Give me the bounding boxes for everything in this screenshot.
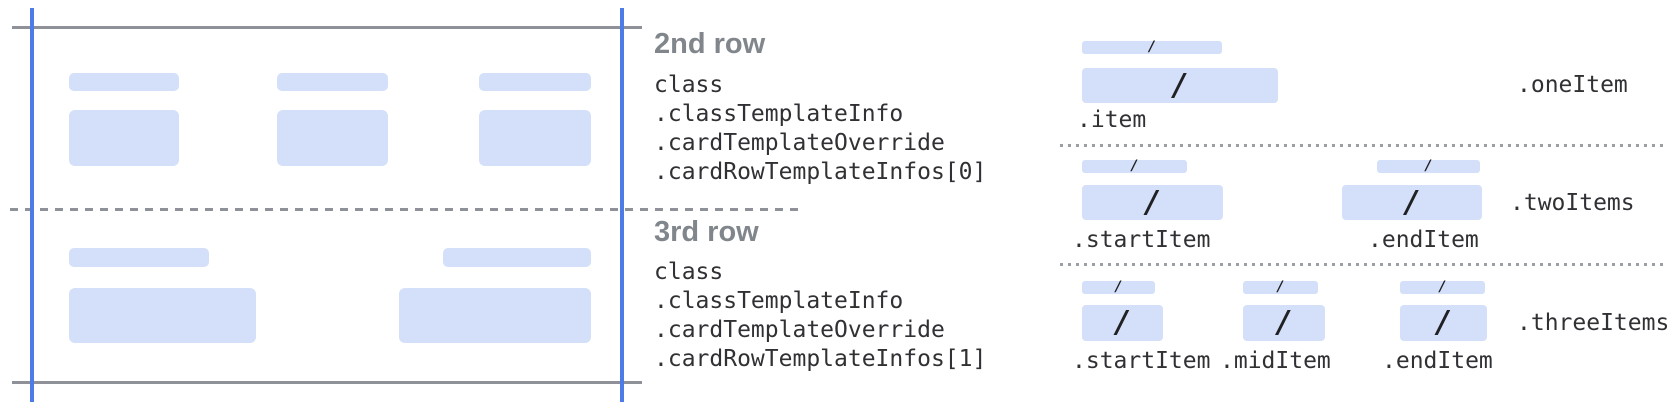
one-item-layout-label: .oneItem (1517, 72, 1628, 98)
card-top-guide-line (12, 26, 642, 29)
slash-glyph: / (1274, 305, 1294, 340)
card-left-margin-line (30, 8, 34, 402)
code-line: .classTemplateInfo (654, 288, 904, 314)
item-label: .item (1077, 107, 1147, 133)
slash-glyph: / (1147, 39, 1157, 55)
item-body-bar: / (1082, 185, 1223, 220)
end-item-label: .endItem (1382, 348, 1493, 374)
code-line: .classTemplateInfo (654, 101, 904, 127)
code-line: .cardRowTemplateInfos[1] (654, 346, 987, 372)
third-row-title: 3rd row (654, 216, 759, 248)
slash-glyph: / (1438, 279, 1447, 295)
field-value-placeholder (277, 110, 388, 166)
slash-glyph: / (1402, 184, 1422, 220)
field-label-placeholder (277, 73, 388, 91)
legend-separator-dotted-line (1060, 144, 1664, 147)
start-item-label: .startItem (1072, 227, 1211, 253)
start-item-label: .startItem (1072, 348, 1211, 374)
field-label-placeholder (69, 248, 209, 267)
slash-glyph: / (1113, 305, 1132, 340)
code-line: class (654, 259, 724, 285)
slash-glyph: / (1143, 184, 1162, 220)
slash-glyph: / (1434, 305, 1453, 340)
second-row-title: 2nd row (654, 28, 766, 60)
item-header-bar: / (1377, 158, 1480, 174)
item-body-bar: / (1082, 305, 1163, 341)
slash-glyph: / (1276, 279, 1285, 295)
slash-glyph: / (1424, 158, 1433, 174)
field-label-placeholder (479, 73, 591, 91)
legend-separator-dotted-line (1060, 263, 1664, 266)
code-line: class (654, 72, 724, 98)
item-body-bar: / (1082, 68, 1278, 103)
item-body-bar: / (1400, 305, 1487, 341)
slash-glyph: / (1114, 279, 1123, 295)
second-row-code-path: class .classTemplateInfo .cardTemplateOv… (654, 71, 986, 187)
field-value-placeholder (69, 110, 179, 166)
item-header-bar: / (1082, 158, 1187, 174)
third-row-code-path: class .classTemplateInfo .cardTemplateOv… (654, 258, 986, 374)
field-value-placeholder (69, 288, 256, 343)
field-label-placeholder (69, 73, 179, 91)
item-body-bar: / (1243, 305, 1325, 341)
code-line: .cardTemplateOverride (654, 130, 945, 156)
card-bottom-guide-line (12, 381, 642, 384)
field-label-placeholder (443, 248, 591, 267)
slash-glyph: / (1130, 158, 1139, 174)
three-items-layout-label: .threeItems (1517, 310, 1670, 336)
item-header-bar: / (1243, 279, 1318, 295)
field-value-placeholder (479, 110, 591, 166)
row-divider-dashed-line (10, 208, 800, 211)
mid-item-label: .midItem (1220, 348, 1331, 374)
field-value-placeholder (399, 288, 591, 343)
code-line: .cardRowTemplateInfos[0] (654, 159, 987, 185)
item-header-bar: / (1400, 279, 1485, 295)
two-items-layout-label: .twoItems (1510, 190, 1635, 216)
card-right-margin-line (620, 8, 624, 402)
code-line: .cardTemplateOverride (654, 317, 945, 343)
item-header-bar: / (1082, 279, 1155, 295)
item-header-bar: / (1082, 39, 1222, 55)
slash-glyph: / (1170, 67, 1190, 103)
item-body-bar: / (1342, 185, 1482, 220)
end-item-label: .endItem (1368, 227, 1479, 253)
